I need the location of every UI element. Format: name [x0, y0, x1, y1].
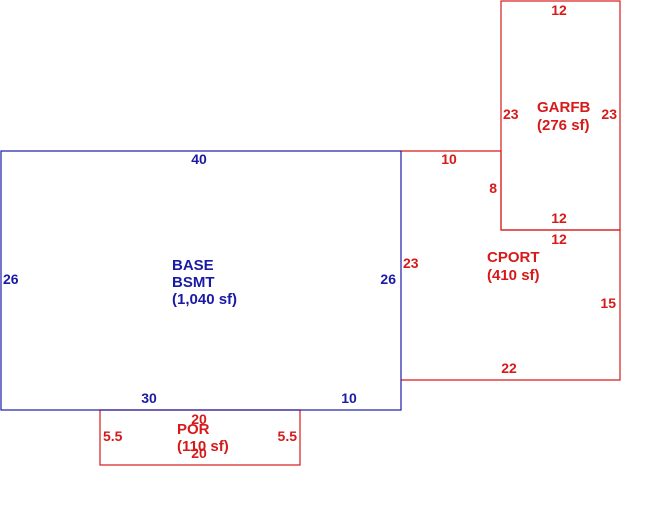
- cport-dim-bottom: 22: [501, 360, 517, 376]
- base-dim-bottom-left: 30: [141, 390, 157, 406]
- base-dim-top: 40: [191, 151, 207, 167]
- base-outline: [0, 150, 402, 411]
- cport-outline: [401, 150, 621, 381]
- garfb-dim-left: 23: [503, 106, 519, 122]
- cport-dim-left: 23: [403, 255, 419, 271]
- por-dim-top: 20: [191, 411, 207, 427]
- cport-area-name: CPORT: [487, 249, 540, 266]
- base-area-size: (1,040 sf): [172, 291, 237, 308]
- garfb-area-size: (276 sf): [537, 117, 590, 134]
- cport-area-size: (410 sf): [487, 267, 540, 284]
- garfb-area-name: GARFB: [537, 99, 590, 116]
- por-dim-left: 5.5: [103, 428, 123, 444]
- base-dim-left: 26: [3, 271, 19, 287]
- por-dim-right: 5.5: [278, 428, 298, 444]
- base-dim-bottom-right: 10: [341, 390, 357, 406]
- base-dim-right: 26: [380, 271, 396, 287]
- cport-dim-right: 15: [600, 295, 616, 311]
- por-area-size: (110 sf): [177, 438, 229, 455]
- cport-dim-top-right: 12: [551, 231, 567, 247]
- garfb-dim-bottom: 12: [551, 210, 567, 226]
- por-dim-bottom: 20: [191, 445, 207, 461]
- base-area-name-2: BSMT: [172, 274, 215, 291]
- cport-dim-inner-step: 8: [489, 180, 497, 196]
- garfb-dim-right: 23: [601, 106, 617, 122]
- base-area-name: BASE: [172, 257, 214, 274]
- garfb-dim-top: 12: [551, 2, 567, 18]
- cport-dim-top-left: 10: [441, 151, 457, 167]
- por-area-name: POR: [177, 421, 210, 438]
